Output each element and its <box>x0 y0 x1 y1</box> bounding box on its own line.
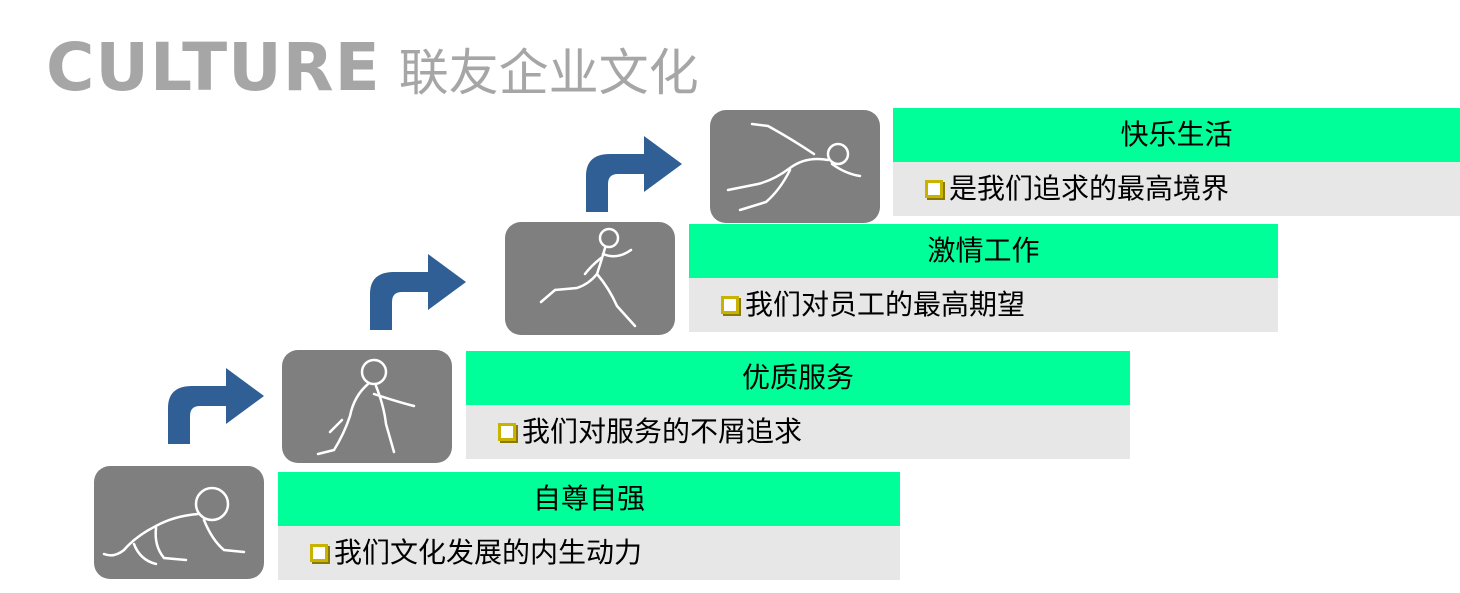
arrow-up-right-icon <box>166 362 266 444</box>
crawling-baby-icon <box>94 466 264 579</box>
step-body: 我们对员工的最高期望 <box>689 278 1278 332</box>
step-text: 我们文化发展的内生动力 <box>334 536 643 569</box>
page-title: CULTURE 联友企业文化 <box>46 28 699 108</box>
step-heading: 激情工作 <box>689 224 1278 278</box>
arrow-up-right-icon <box>368 248 468 330</box>
checkbox-bullet-icon <box>925 180 943 198</box>
arrow-up-right-icon <box>584 130 684 212</box>
step-heading: 优质服务 <box>466 351 1130 405</box>
step-heading: 快乐生活 <box>893 108 1460 162</box>
step-heading: 自尊自强 <box>278 472 900 526</box>
step-body: 我们对服务的不屑追求 <box>466 405 1130 459</box>
checkbox-bullet-icon <box>310 544 328 562</box>
step-text: 我们对服务的不屑追求 <box>522 415 803 448</box>
step-box-2: 优质服务 我们对服务的不屑追求 <box>466 351 1130 459</box>
walking-child-icon <box>282 350 452 463</box>
step-text: 是我们追求的最高境界 <box>949 172 1230 205</box>
step-body: 是我们追求的最高境界 <box>893 162 1460 216</box>
step-box-4: 快乐生活 是我们追求的最高境界 <box>893 108 1460 216</box>
step-body: 我们文化发展的内生动力 <box>278 526 900 580</box>
step-box-1: 自尊自强 我们文化发展的内生动力 <box>278 472 900 580</box>
step-box-3: 激情工作 我们对员工的最高期望 <box>689 224 1278 332</box>
checkbox-bullet-icon <box>721 296 739 314</box>
title-english: CULTURE <box>46 29 381 106</box>
checkbox-bullet-icon <box>498 423 516 441</box>
step-text: 我们对员工的最高期望 <box>745 288 1026 321</box>
sprinter-icon <box>710 110 880 223</box>
running-man-icon <box>505 222 675 335</box>
title-chinese: 联友企业文化 <box>398 44 699 102</box>
